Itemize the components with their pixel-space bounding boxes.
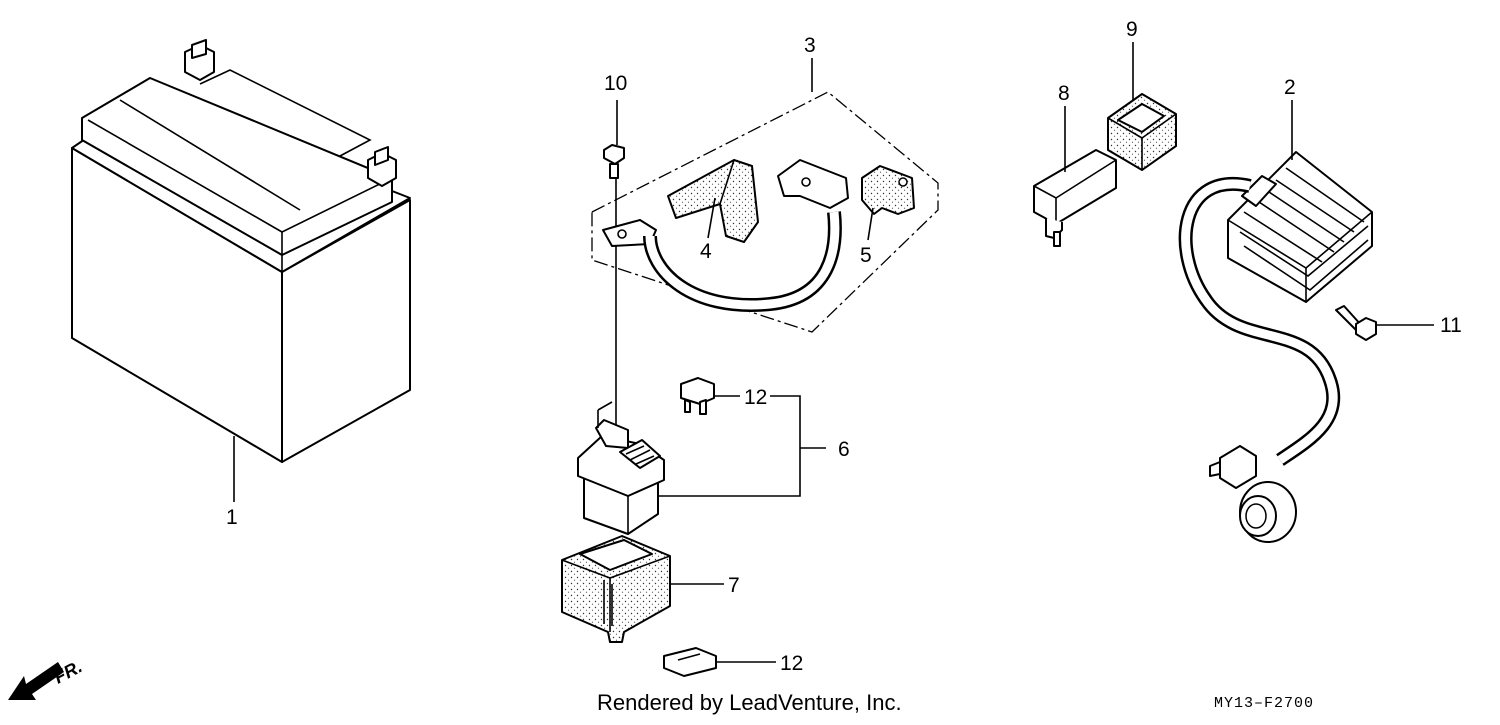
starter-relay-6[interactable] — [577, 401, 665, 535]
diagram-code: MY13–F2700 — [1214, 695, 1315, 712]
callout-8: 8 — [1058, 82, 1070, 105]
callout-5: 5 — [860, 244, 872, 267]
group-outline-3 — [591, 91, 939, 333]
callout-11: 11 — [1440, 314, 1462, 337]
battery[interactable] — [71, 39, 411, 463]
callout-7: 7 — [728, 574, 740, 597]
callout-4: 4 — [700, 240, 712, 263]
leader-4 — [707, 197, 716, 239]
terminal-cover-5[interactable] — [861, 165, 915, 215]
fuse-12-upper[interactable] — [680, 377, 715, 415]
credit-text: Rendered by LeadVenture, Inc. — [597, 690, 902, 715]
leader-6-bracket — [658, 395, 801, 497]
relay-module-8[interactable] — [1033, 149, 1117, 247]
front-direction-label: FR. — [50, 656, 85, 687]
callout-9: 9 — [1126, 18, 1138, 41]
regulator-rectifier-2[interactable] — [1178, 151, 1373, 543]
battery-cable[interactable] — [602, 159, 849, 312]
leader-5 — [867, 207, 874, 241]
relay-cover-7[interactable] — [561, 535, 671, 643]
module-cover-9[interactable] — [1107, 93, 1177, 171]
callout-12-lower: 12 — [780, 652, 803, 675]
front-arrow-icon — [8, 662, 64, 700]
callout-3: 3 — [804, 34, 816, 57]
terminal-cover-4[interactable] — [667, 159, 759, 243]
bolt-10[interactable] — [603, 144, 625, 179]
callout-1: 1 — [226, 506, 238, 529]
callout-6: 6 — [838, 438, 850, 461]
fuse-12-lower[interactable] — [663, 647, 717, 677]
bolt-11[interactable] — [1335, 305, 1377, 341]
callout-2: 2 — [1284, 76, 1296, 99]
callout-10: 10 — [604, 72, 627, 95]
callout-12-upper: 12 — [744, 386, 767, 409]
